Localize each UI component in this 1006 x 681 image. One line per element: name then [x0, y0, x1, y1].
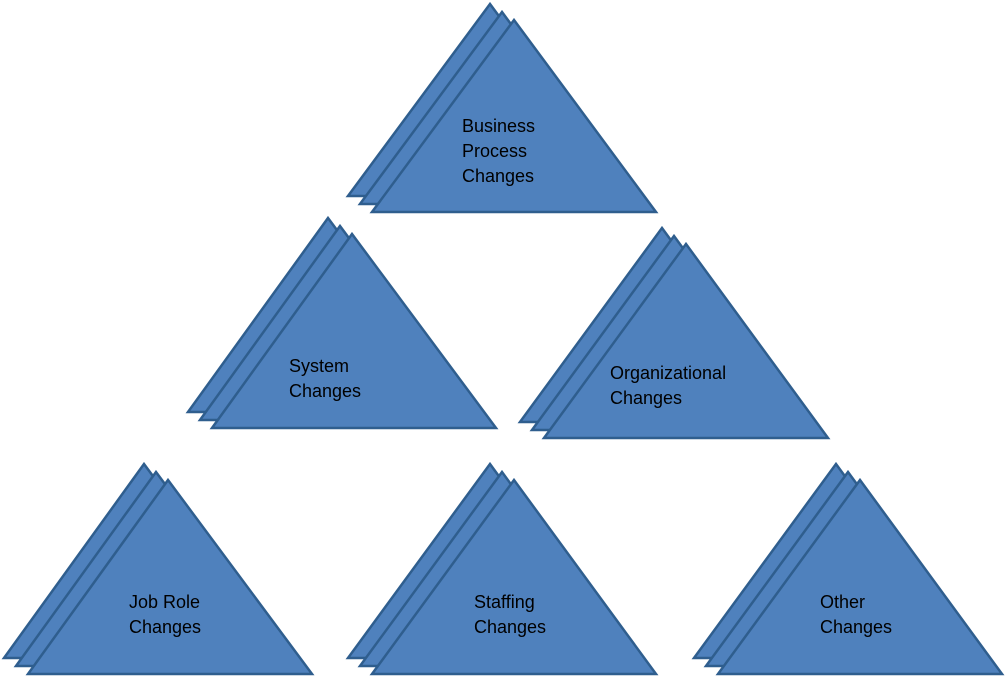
label-line-1: Job Role [129, 592, 200, 612]
label-job-role: Job Role Changes [129, 592, 205, 637]
label-line-1: Business [462, 116, 535, 136]
triangle-layer-front [209, 231, 499, 430]
label-line-2: Changes [129, 617, 201, 637]
label-line-1: Other [820, 592, 865, 612]
label-line-1: System [289, 356, 349, 376]
triangle-stack-job-role: Job Role Changes [1, 461, 315, 676]
triangle-stack-organizational: Organizational Changes [517, 225, 831, 440]
label-other: Other Changes [820, 592, 892, 637]
triangle-layer-front [369, 17, 659, 214]
triangle-layer-front [369, 477, 659, 676]
triangle-layer-front [715, 477, 1005, 676]
triangle-stack-system: System Changes [185, 215, 499, 430]
label-organizational: Organizational Changes [610, 363, 731, 408]
triangle-layer-front [541, 241, 831, 440]
triangle-stack-business-process: Business Process Changes [345, 1, 659, 214]
triangle-layer-front [25, 477, 315, 676]
label-staffing: Staffing Changes [474, 592, 546, 637]
label-system: System Changes [289, 356, 361, 401]
label-line-2: Changes [820, 617, 892, 637]
label-business-process: Business Process Changes [462, 116, 540, 186]
label-line-2: Changes [474, 617, 546, 637]
triangle-stack-staffing: Staffing Changes [345, 461, 659, 676]
label-line-3: Changes [462, 166, 534, 186]
label-line-2: Changes [610, 388, 682, 408]
triangle-stack-other: Other Changes [691, 461, 1005, 676]
label-line-2: Changes [289, 381, 361, 401]
label-line-1: Staffing [474, 592, 535, 612]
label-line-1: Organizational [610, 363, 726, 383]
label-line-2: Process [462, 141, 527, 161]
